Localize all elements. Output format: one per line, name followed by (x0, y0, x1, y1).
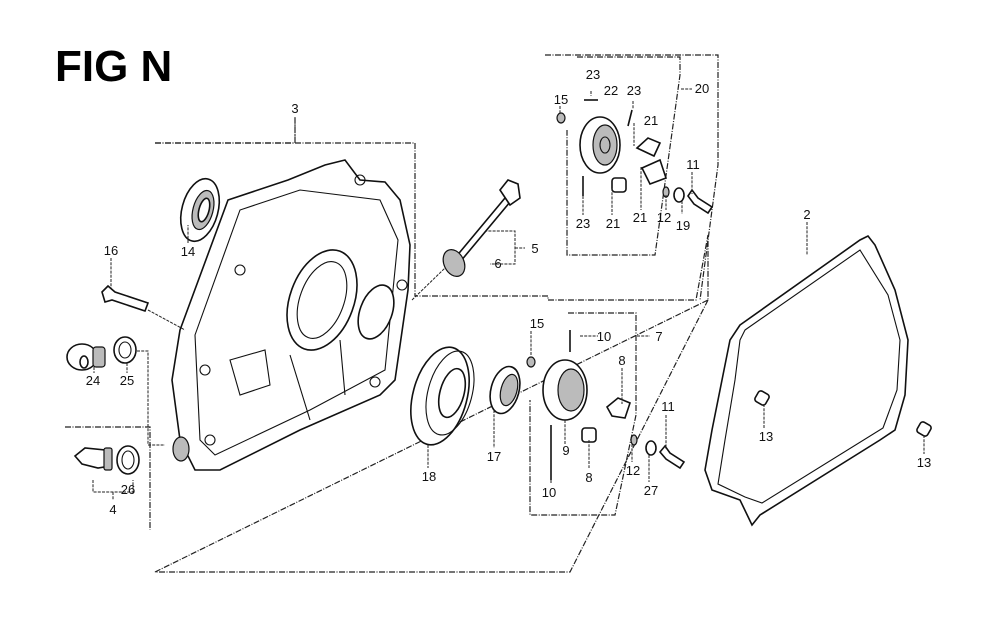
shaft-assembly-5 (411, 179, 521, 301)
pin-23-diag (627, 109, 633, 127)
washer-19 (673, 187, 685, 203)
weight-8-right (605, 397, 631, 419)
oil-pump-inner-frame-20 (566, 56, 681, 256)
nut-15-top (556, 112, 566, 124)
callout-14: 14 (181, 244, 195, 259)
callout-10-top: 10 (597, 329, 611, 344)
bearing-18 (410, 346, 475, 446)
callout-19: 19 (676, 218, 690, 233)
leader-lines (93, 88, 925, 484)
callout-12-top: 12 (657, 210, 671, 225)
callout-15-top: 15 (554, 92, 568, 107)
callout-25: 25 (120, 373, 134, 388)
gear-6 (442, 249, 466, 277)
callout-22: 22 (604, 83, 618, 98)
drain-plug-24 (66, 343, 106, 371)
callout-24: 24 (86, 373, 100, 388)
callout-8-right: 8 (618, 353, 625, 368)
small-seal (172, 436, 190, 462)
callout-12-mid: 12 (626, 463, 640, 478)
bracket-4 (92, 480, 134, 500)
governor-frame-7 (529, 312, 637, 516)
bolt-11-mid (658, 444, 686, 470)
callout-16: 16 (104, 243, 118, 258)
callout-23-diag: 23 (627, 83, 641, 98)
callout-13-left: 13 (759, 429, 773, 444)
washer-27 (645, 440, 657, 456)
bolt-16 (101, 284, 186, 331)
callout-3: 3 (291, 101, 298, 116)
arm-21 (611, 177, 627, 193)
nut-15-mid (526, 356, 536, 368)
callout-4: 4 (109, 502, 116, 517)
oil-seal-14 (179, 177, 221, 243)
callout-5: 5 (531, 241, 538, 256)
callout-21-lower-b: 21 (633, 210, 647, 225)
lead-25-group (137, 350, 165, 446)
callout-9: 9 (562, 443, 569, 458)
weight-21a (635, 137, 662, 158)
callout-2: 2 (803, 207, 810, 222)
callout-26: 26 (121, 482, 135, 497)
callout-20: 20 (695, 81, 709, 96)
governor-gear-9 (542, 359, 588, 421)
bracket-5 (480, 230, 525, 265)
oil-filler-cap (73, 447, 113, 471)
oil-pump-gear-22 (579, 116, 621, 174)
dowel-pin-13-right (916, 421, 932, 437)
o-ring-26 (116, 445, 140, 475)
callout-15-mid: 15 (530, 316, 544, 331)
case-cover (171, 159, 411, 471)
assembly-frame-top (155, 118, 296, 144)
washer-12-mid (630, 434, 638, 446)
callout-23-lower: 23 (576, 216, 590, 231)
callout-21-lower-a: 21 (606, 216, 620, 231)
callout-27: 27 (644, 483, 658, 498)
plug-group-frame (65, 426, 151, 530)
callout-21-upper: 21 (644, 113, 658, 128)
dowel-pin-13-left (754, 390, 770, 406)
callout-18: 18 (422, 469, 436, 484)
callout-11-top: 11 (686, 157, 700, 172)
bearing-17 (489, 365, 521, 415)
callout-6: 6 (494, 256, 501, 271)
washer-25 (113, 336, 137, 364)
gasket-2 (704, 234, 909, 527)
oil-pump-frame-20 (545, 54, 719, 301)
weight-8-lower (581, 427, 597, 443)
callout-8-lower: 8 (585, 470, 592, 485)
callout-11-mid: 11 (661, 399, 675, 414)
figure-title: FIG N (55, 42, 173, 91)
callout-13-right: 13 (917, 455, 931, 470)
callout-7: 7 (655, 329, 662, 344)
weight-21b (640, 158, 668, 186)
callout-23-top: 23 (586, 67, 600, 82)
callout-17: 17 (487, 449, 501, 464)
callout-10-lower: 10 (542, 485, 556, 500)
